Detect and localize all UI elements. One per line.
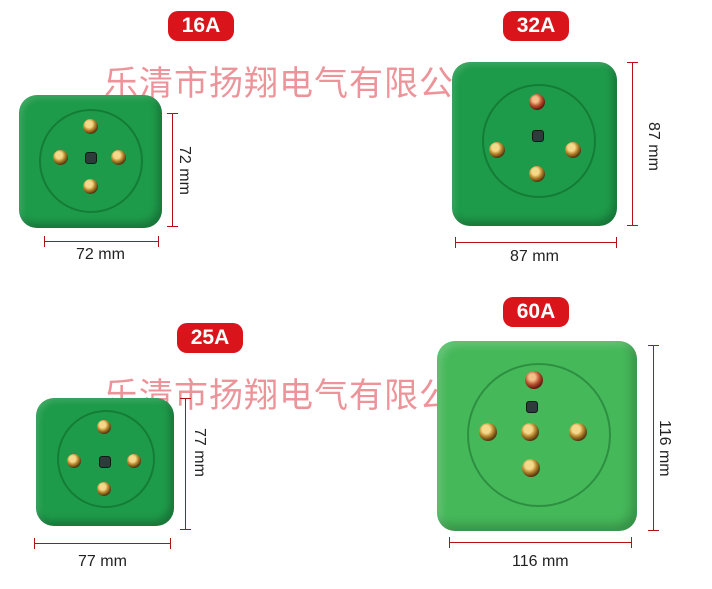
width-dimension-line	[34, 543, 171, 544]
height-dimension-line	[632, 62, 633, 226]
dimension-tick	[44, 236, 45, 247]
height-label-60a: 116 mm	[656, 420, 673, 477]
dimension-tick	[167, 113, 178, 114]
watermark-top: 乐清市扬翔电气有限公司	[104, 65, 489, 103]
height-label-25a: 77 mm	[191, 428, 208, 477]
pin	[569, 423, 587, 441]
rating-badge-16a: 16A	[168, 11, 234, 41]
pin	[525, 371, 543, 389]
width-label-32a: 87 mm	[510, 248, 559, 265]
dimension-tick	[180, 529, 191, 530]
pin	[127, 454, 141, 468]
dimension-tick	[648, 530, 659, 531]
height-dimension-line	[172, 113, 173, 227]
dimension-tick	[455, 237, 456, 248]
dimension-tick	[616, 237, 617, 248]
pin	[97, 420, 111, 434]
pin	[529, 166, 545, 182]
height-dimension-line	[185, 398, 186, 530]
width-dimension-line	[455, 242, 617, 243]
socket-16a	[19, 95, 162, 228]
height-label-32a: 87 mm	[645, 122, 662, 171]
socket-25a	[36, 398, 174, 526]
center-terminal	[526, 401, 538, 413]
width-label-25a: 77 mm	[78, 553, 127, 570]
pin	[489, 142, 505, 158]
dimension-tick	[631, 537, 632, 548]
socket-face	[467, 363, 611, 507]
dimension-tick	[158, 236, 159, 247]
pin	[111, 150, 126, 165]
dimension-tick	[167, 226, 178, 227]
center-terminal	[85, 152, 97, 164]
rating-badge-25a: 25A	[177, 323, 243, 353]
dimension-tick	[627, 62, 638, 63]
pin	[479, 423, 497, 441]
pin	[522, 459, 540, 477]
height-dimension-line	[653, 345, 654, 531]
pin	[529, 94, 545, 110]
dimension-tick	[34, 538, 35, 549]
width-label-60a: 116 mm	[512, 553, 569, 570]
pin	[53, 150, 68, 165]
width-label-16a: 72 mm	[76, 246, 125, 263]
dimension-tick	[170, 538, 171, 549]
rating-badge-60a: 60A	[503, 297, 569, 327]
dimension-tick	[449, 537, 450, 548]
pin	[83, 179, 98, 194]
dimension-tick	[180, 398, 191, 399]
center-terminal	[99, 456, 111, 468]
socket-face	[57, 410, 155, 508]
pin	[521, 423, 539, 441]
pin	[565, 142, 581, 158]
rating-badge-32a: 32A	[503, 11, 569, 41]
height-label-16a: 72 mm	[176, 146, 193, 195]
socket-face	[482, 84, 596, 198]
width-dimension-line	[449, 542, 632, 543]
dimension-tick	[627, 225, 638, 226]
pin	[83, 119, 98, 134]
socket-32a	[452, 62, 617, 226]
pin	[67, 454, 81, 468]
socket-60a	[437, 341, 637, 531]
dimension-tick	[648, 345, 659, 346]
pin	[97, 482, 111, 496]
center-terminal	[532, 130, 544, 142]
socket-face	[39, 109, 143, 213]
width-dimension-line	[44, 241, 159, 242]
